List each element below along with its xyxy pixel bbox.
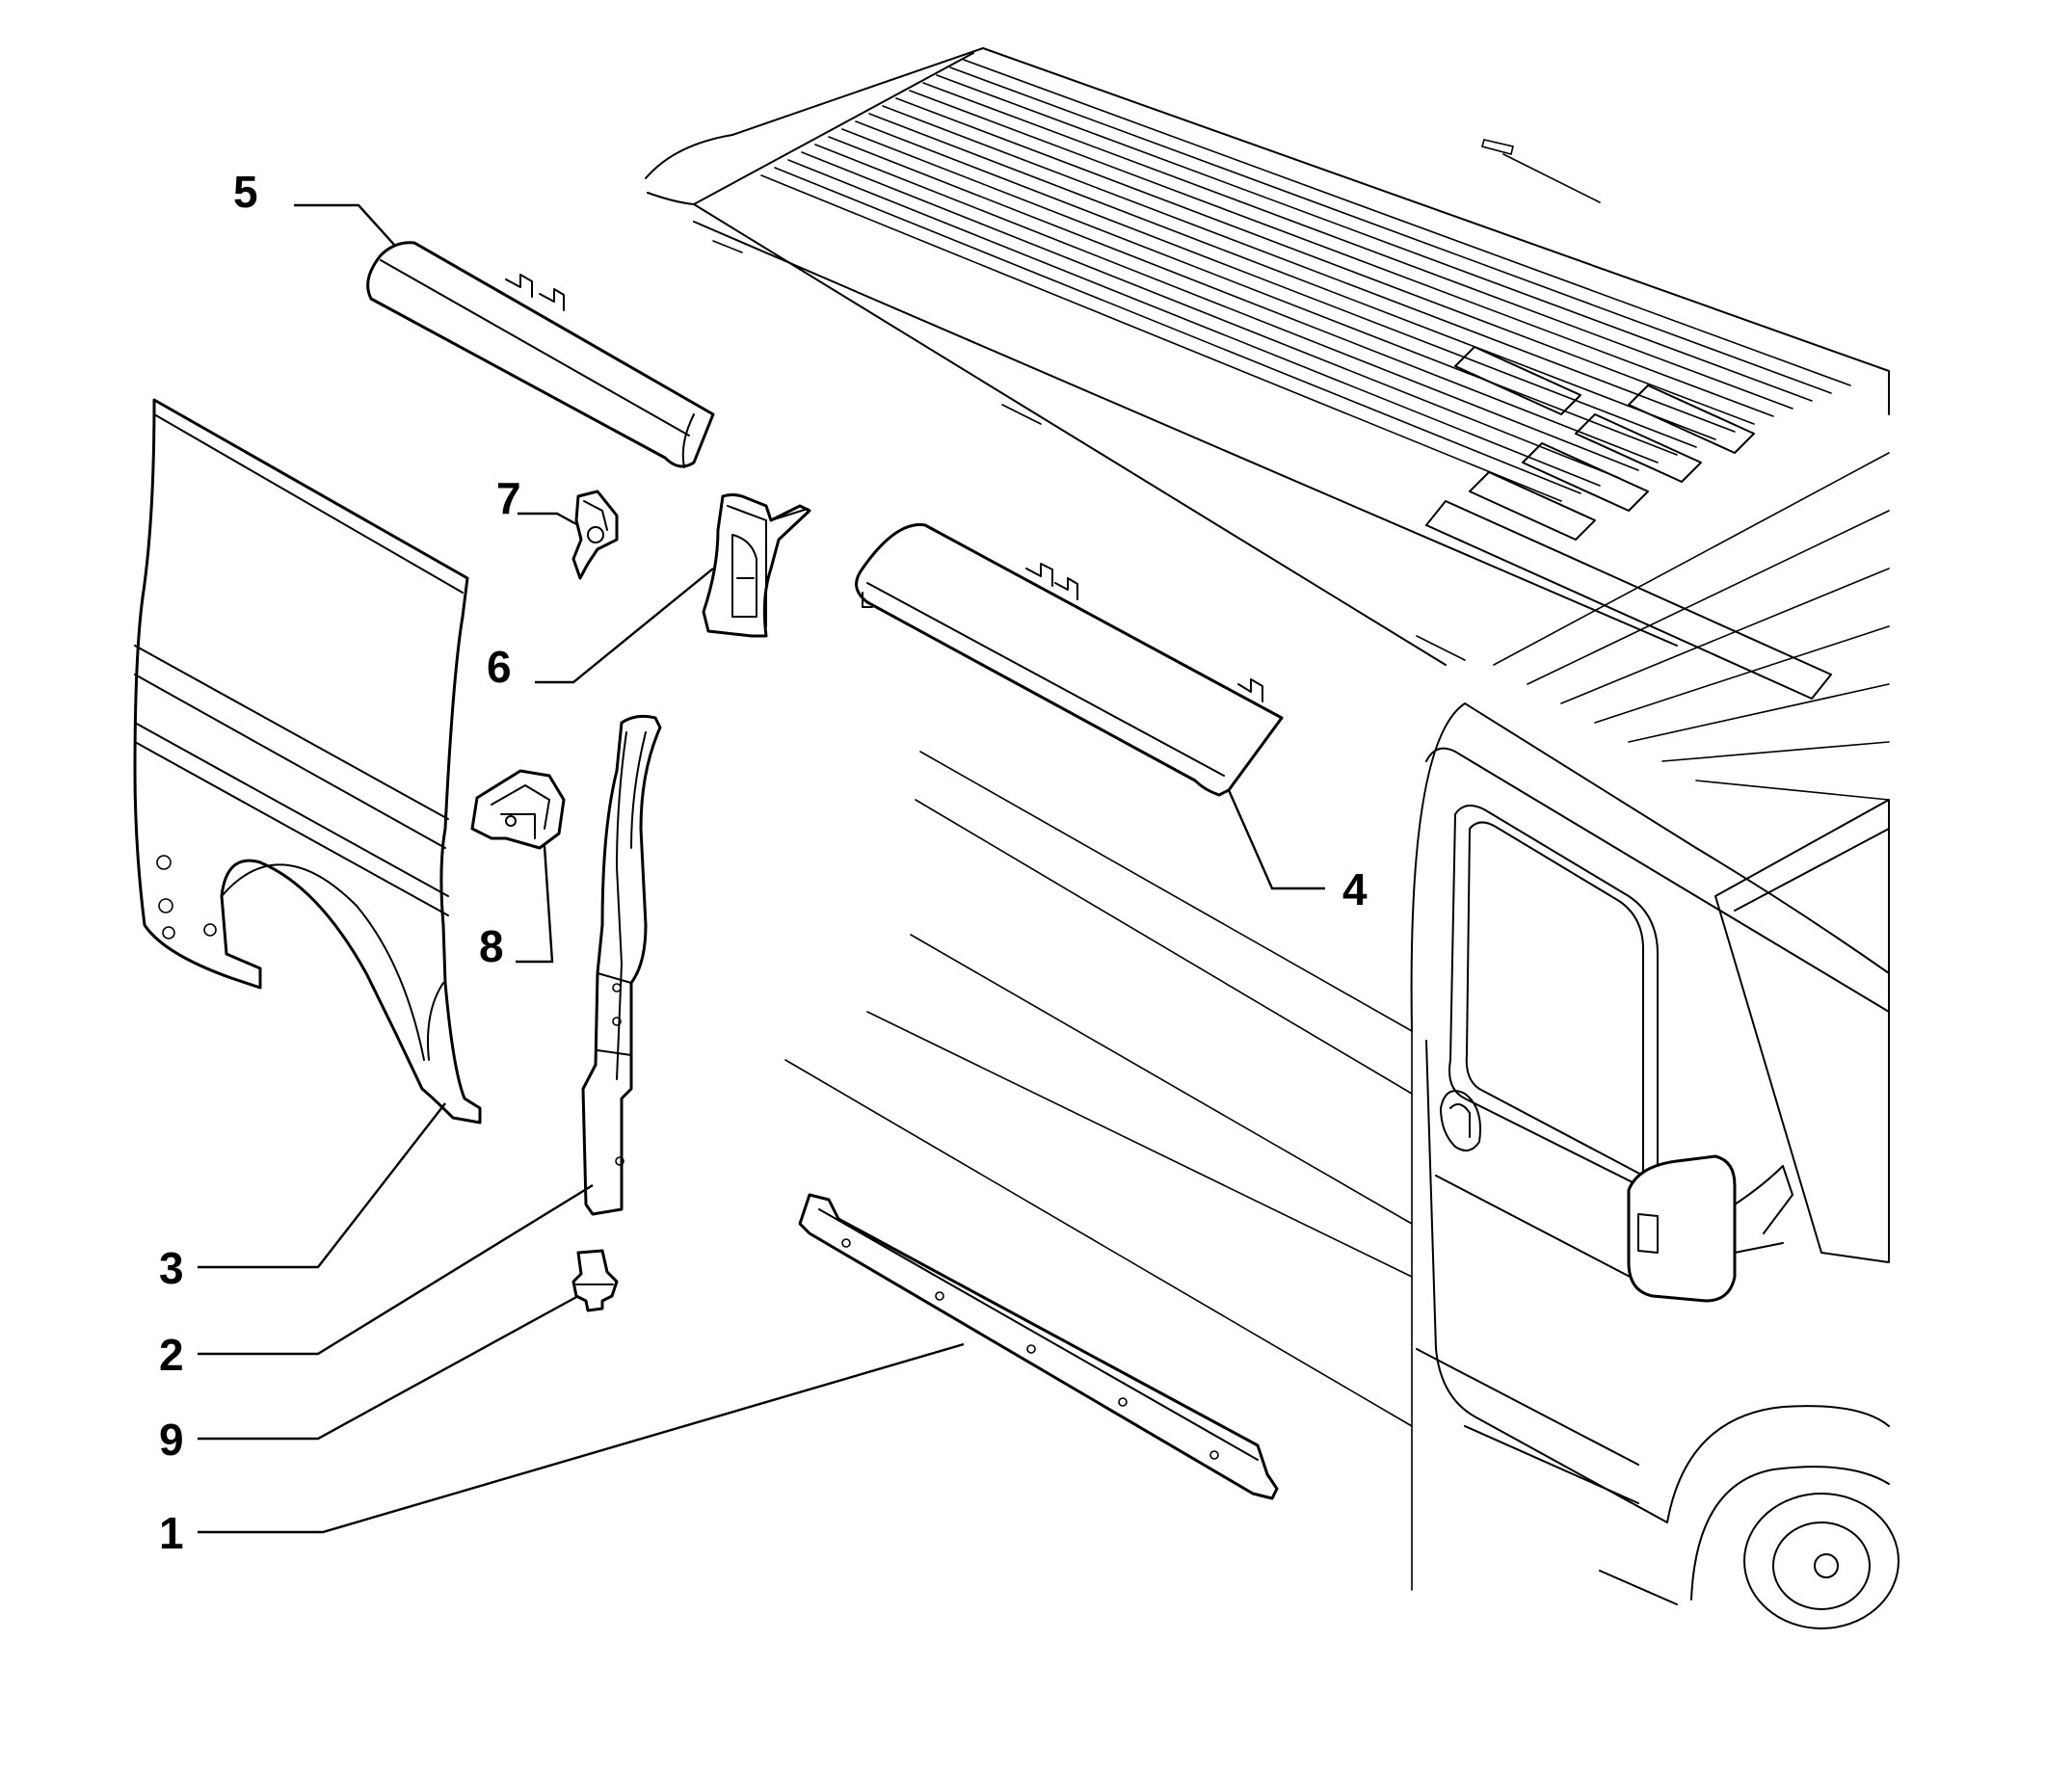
cab-rib xyxy=(1695,780,1890,801)
callout-6: 6 xyxy=(487,642,512,692)
roof-rib xyxy=(963,59,1851,386)
roof-rib xyxy=(801,151,1620,479)
callout-1: 1 xyxy=(159,1508,184,1558)
callout-7: 7 xyxy=(496,473,521,523)
part-4-side-rail xyxy=(855,523,1284,797)
cab-rib xyxy=(1560,568,1890,704)
leader-4 xyxy=(1227,789,1325,890)
roof-rib xyxy=(922,82,1793,410)
leader-lines xyxy=(198,203,1325,1534)
callout-5: 5 xyxy=(233,167,258,217)
roof-rib xyxy=(895,97,1755,425)
roof-rib xyxy=(787,159,1601,487)
cab-rib xyxy=(1661,741,1890,762)
callout-4: 4 xyxy=(1342,864,1368,914)
roof-rib xyxy=(760,174,1562,502)
leader-1 xyxy=(198,1342,965,1534)
cab-rib xyxy=(1594,625,1890,724)
roof-panel-boxes xyxy=(1425,346,1832,700)
van-side-lines xyxy=(784,751,1413,1591)
part-2-pillar xyxy=(581,714,662,1216)
cab-rib xyxy=(1493,452,1890,666)
roof-rib xyxy=(882,105,1736,433)
leader-3 xyxy=(198,1102,446,1269)
leader-6 xyxy=(535,568,714,684)
roof-rib xyxy=(909,90,1774,417)
cab-rib xyxy=(1527,510,1890,685)
roof-ribs xyxy=(760,59,1851,502)
part-3-side-panel xyxy=(133,398,482,1125)
leader-5 xyxy=(294,203,396,247)
roof-rib xyxy=(828,136,1659,463)
roof-rib xyxy=(774,167,1581,494)
leader-9 xyxy=(198,1294,579,1441)
leader-2 xyxy=(198,1183,594,1356)
part-6-pillar-bracket xyxy=(702,493,811,638)
leader-8 xyxy=(516,845,554,964)
part-5-roof-rail xyxy=(366,241,715,468)
van-roof xyxy=(645,47,1890,700)
part-8-bracket xyxy=(470,769,566,850)
callout-labels: 1 2 3 4 5 6 7 8 9 xyxy=(159,167,1368,1558)
callout-8: 8 xyxy=(479,921,504,971)
part-7-clip xyxy=(571,490,619,580)
van-body xyxy=(645,47,1899,1629)
roof-rib xyxy=(949,66,1832,394)
cab-roof-ribs xyxy=(1493,452,1890,801)
cab-rib xyxy=(1628,683,1890,743)
leader-7 xyxy=(518,512,579,527)
van-cab xyxy=(1410,702,1899,1629)
callout-2: 2 xyxy=(159,1330,184,1380)
roof-rib xyxy=(814,144,1639,471)
callout-3: 3 xyxy=(159,1243,184,1293)
roof-rib xyxy=(868,113,1716,440)
callout-9: 9 xyxy=(159,1415,184,1465)
part-9-plug xyxy=(571,1249,619,1312)
roof-rib xyxy=(841,128,1678,456)
roof-rib xyxy=(855,120,1697,448)
roof-rib xyxy=(936,74,1813,402)
part-1-sill xyxy=(798,1193,1279,1500)
